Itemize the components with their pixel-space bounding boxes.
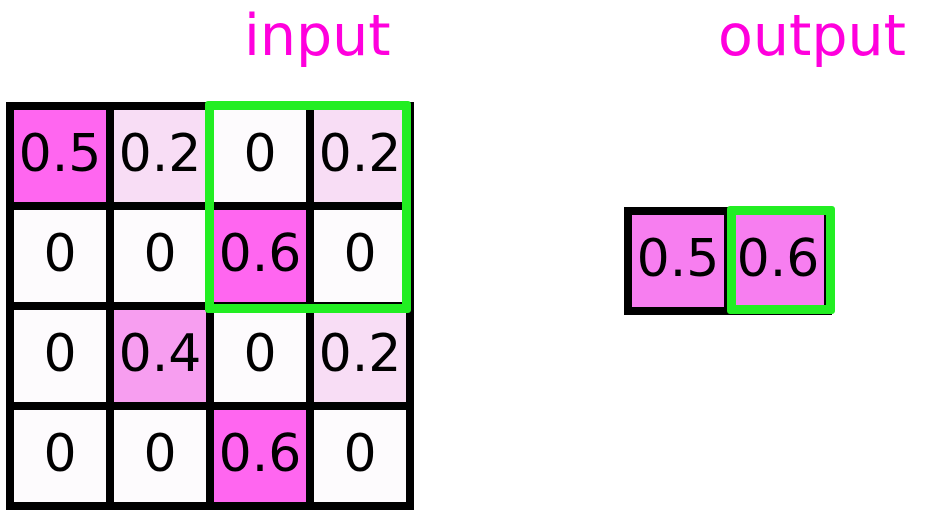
input-cell-value: 0.2 <box>318 124 402 184</box>
input-cell-r2-c2: 0 <box>114 210 206 302</box>
output-cell-value: 0.6 <box>736 229 820 289</box>
input-cell-r3-c2: 0.4 <box>114 310 206 402</box>
input-cell-r4-c2: 0 <box>114 410 206 502</box>
input-cell-r4-c1: 0 <box>14 410 106 502</box>
input-cell-value: 0 <box>43 324 77 384</box>
input-matrix: 0.5 0.2 0 0.2 0 0 0.6 0 0 0.4 0 0.2 0 0 0.6 0 <box>6 102 414 510</box>
input-cell-value: 0.5 <box>18 124 102 184</box>
input-cell-r4-c3: 0.6 <box>214 410 306 502</box>
input-cell-value: 0 <box>143 224 177 284</box>
output-cell-value: 0.5 <box>636 229 720 289</box>
input-cell-value: 0 <box>243 324 277 384</box>
input-cell-r2-c1: 0 <box>14 210 106 302</box>
input-cell-value: 0.2 <box>318 324 402 384</box>
input-cell-r2-c4: 0 <box>314 210 406 302</box>
input-cell-r1-c2: 0.2 <box>114 110 206 202</box>
input-cell-value: 0 <box>343 224 377 284</box>
input-cell-value: 0.4 <box>118 324 202 384</box>
input-cell-value: 0 <box>43 224 77 284</box>
input-cell-r4-c4: 0 <box>314 410 406 502</box>
input-cell-r1-c3: 0 <box>214 110 306 202</box>
input-cell-r1-c4: 0.2 <box>314 110 406 202</box>
input-cell-value: 0 <box>143 424 177 484</box>
input-cell-value: 0 <box>243 124 277 184</box>
input-cell-value: 0 <box>343 424 377 484</box>
input-cell-r3-c1: 0 <box>14 310 106 402</box>
output-matrix: 0.5 0.6 <box>624 207 832 315</box>
input-cell-r2-c3: 0.6 <box>214 210 306 302</box>
input-cell-r3-c4: 0.2 <box>314 310 406 402</box>
input-cell-value: 0.6 <box>218 424 302 484</box>
input-cell-value: 0.2 <box>118 124 202 184</box>
input-cell-r3-c3: 0 <box>214 310 306 402</box>
input-cell-value: 0.6 <box>218 224 302 284</box>
output-title: output <box>718 3 907 69</box>
input-cell-value: 0 <box>43 424 77 484</box>
input-title: input <box>244 3 391 69</box>
output-cell-r1-c1: 0.5 <box>632 215 724 307</box>
output-cell-r1-c2: 0.6 <box>732 215 824 307</box>
input-cell-r1-c1: 0.5 <box>14 110 106 202</box>
